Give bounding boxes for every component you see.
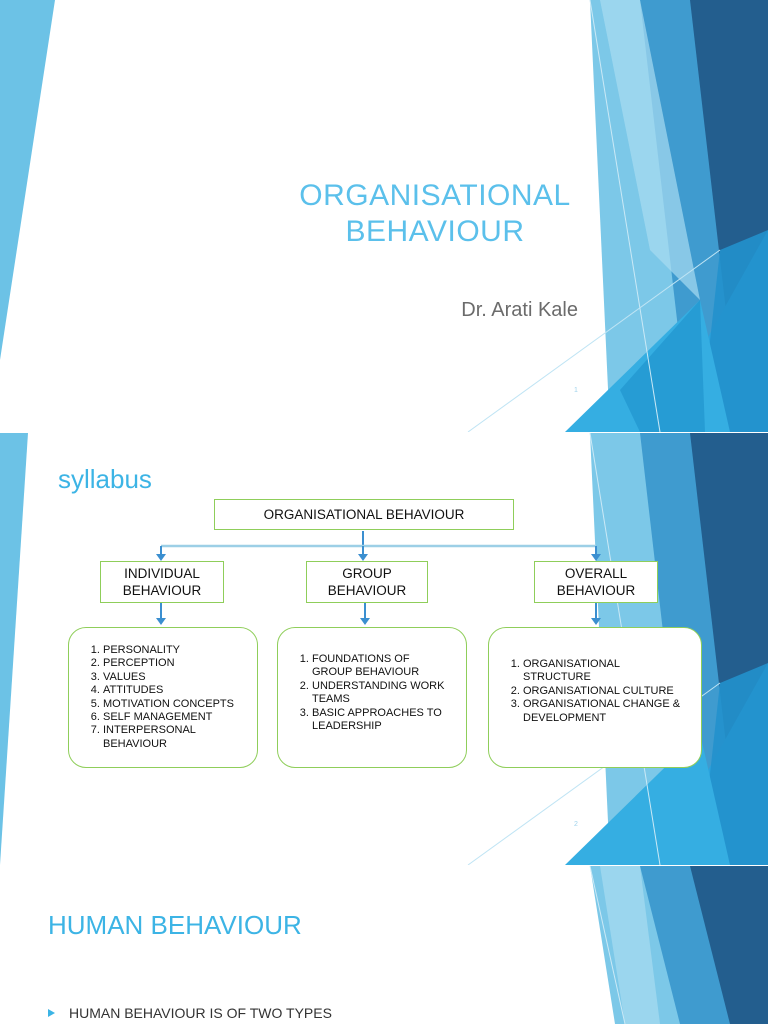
slide-title: ORGANISATIONAL BEHAVIOUR (299, 179, 571, 248)
slide-3: HUMAN BEHAVIOUR HUMAN BEHAVIOUR IS OF TW… (0, 866, 768, 1024)
slide-decoration (0, 433, 768, 865)
list-item: VALUES (103, 671, 257, 684)
slide-title: syllabus (58, 464, 152, 494)
root-node: ORGANISATIONAL BEHAVIOUR (214, 499, 514, 530)
slide-title: HUMAN BEHAVIOUR (48, 910, 302, 940)
slide-decoration (589, 866, 768, 1024)
list-item: ORGANISATIONAL CHANGE & DEVELOPMENT (523, 698, 693, 725)
list-item: ATTITUDES (103, 684, 257, 697)
bullet-point: HUMAN BEHAVIOUR IS OF TWO TYPES (48, 1005, 332, 1021)
list-item: SELF MANAGEMENT (103, 711, 257, 724)
topic-list-overall: ORGANISATIONAL STRUCTURE ORGANISATIONAL … (488, 627, 702, 768)
list-item: UNDERSTANDING WORK TEAMS (312, 680, 452, 707)
list-item: PERCEPTION (103, 657, 257, 670)
slide-decoration (0, 0, 768, 432)
list-item: PERSONALITY (103, 644, 257, 657)
list-item: ORGANISATIONAL STRUCTURE (523, 658, 633, 685)
bullet-arrow-icon (48, 1009, 55, 1018)
list-item: BASIC APPROACHES TO LEADERSHIP (312, 707, 452, 734)
list-item: FOUNDATIONS OF GROUP BEHAVIOUR (312, 653, 432, 680)
page-number: 2 (574, 821, 578, 828)
topic-list-group: FOUNDATIONS OF GROUP BEHAVIOUR UNDERSTAN… (277, 627, 467, 768)
list-item: ORGANISATIONAL CULTURE (523, 685, 701, 698)
list-item: MOTIVATION CONCEPTS (103, 698, 257, 711)
page-number: 1 (574, 387, 578, 394)
list-item: INTERPERSONAL BEHAVIOUR (103, 724, 213, 751)
slide-subtitle: Dr. Arati Kale (461, 299, 578, 321)
slide-2: syllabus ORGANISATIONAL BEHAVIOUR INDIVI… (0, 433, 768, 865)
topic-list-individual: PERSONALITY PERCEPTION VALUES ATTITUDES … (68, 627, 258, 768)
slide-1: ORGANISATIONAL BEHAVIOUR Dr. Arati Kale … (0, 0, 768, 432)
